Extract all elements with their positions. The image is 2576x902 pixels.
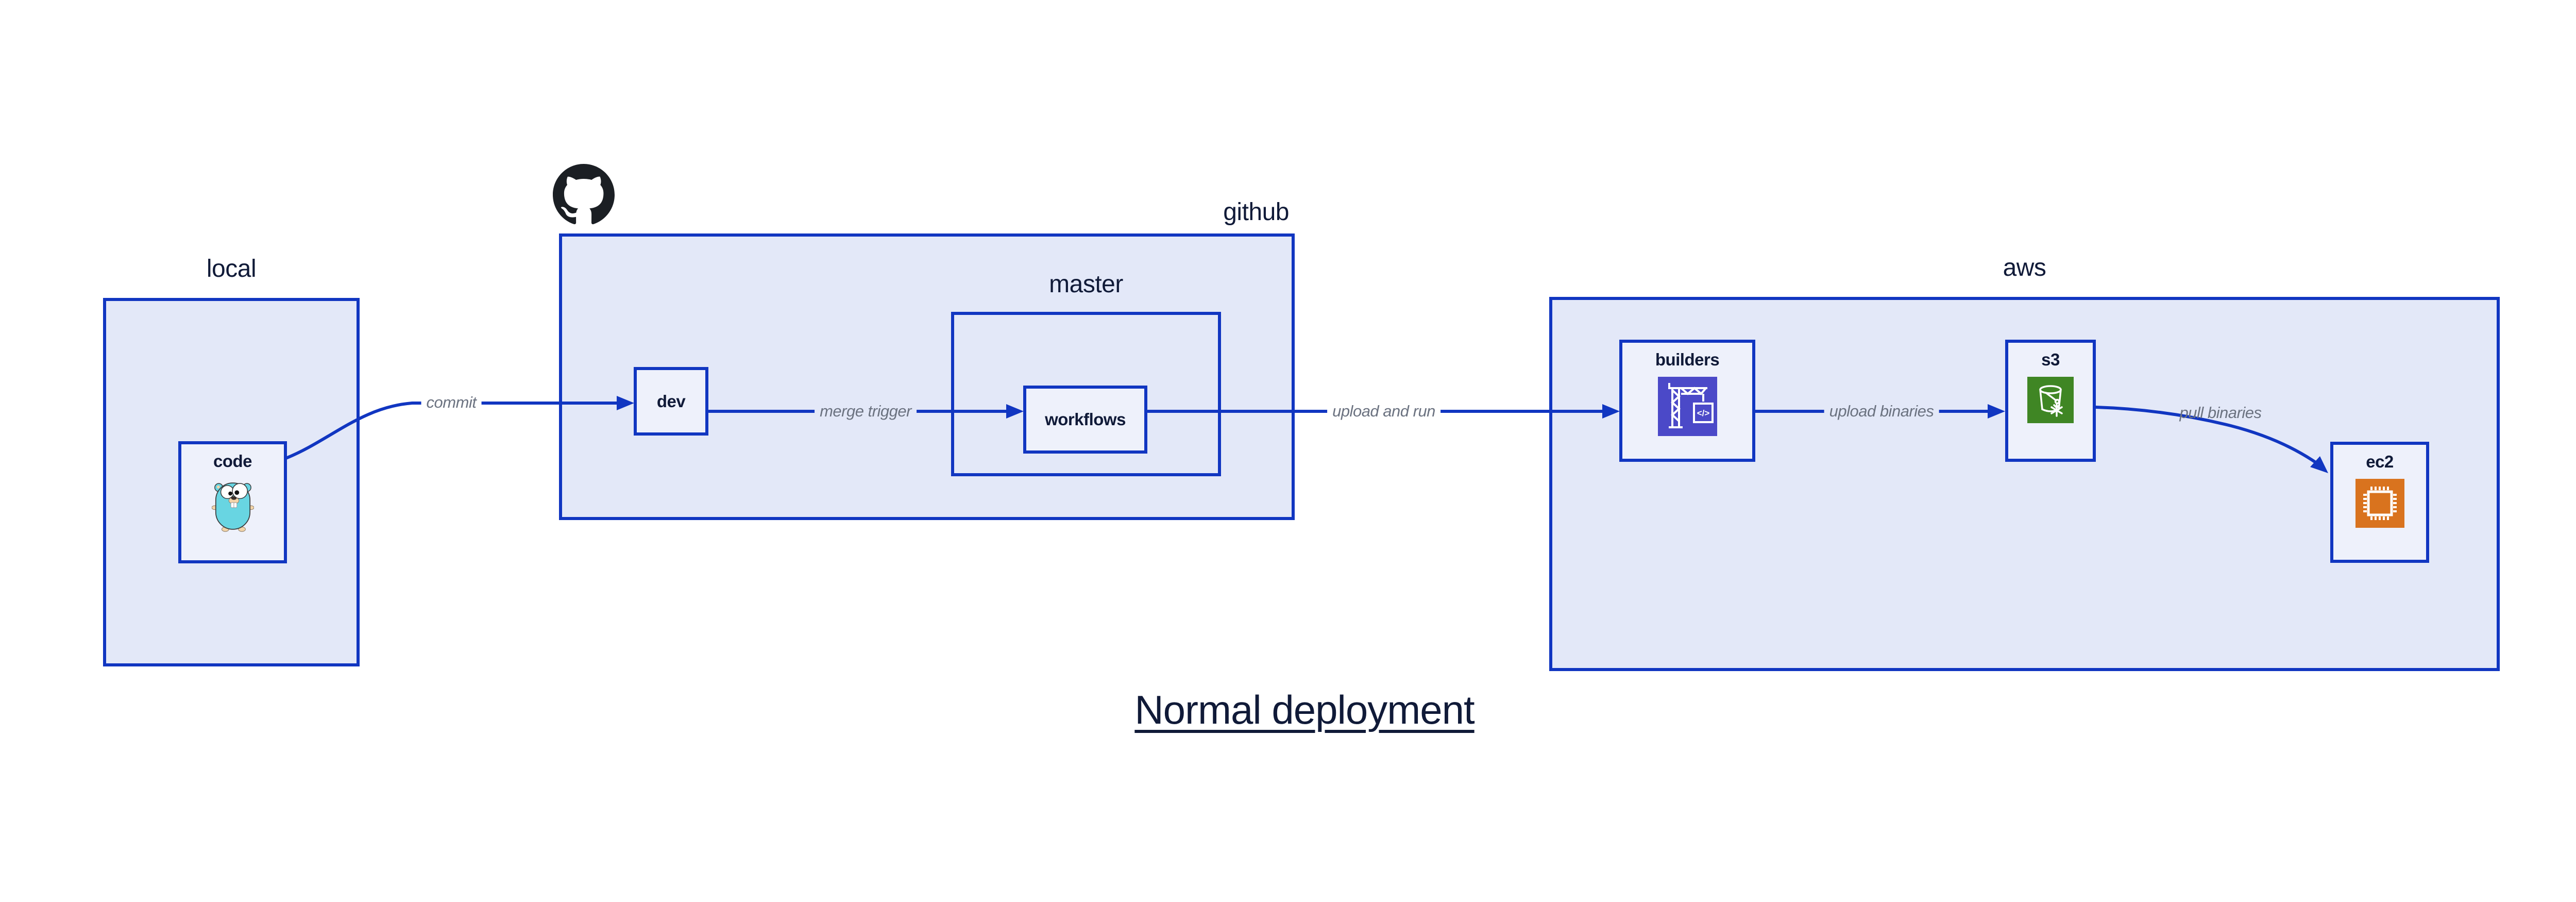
group-label-github: github xyxy=(1223,198,1289,226)
s3-glacier-bucket-icon xyxy=(2027,377,2074,423)
group-label-aws: aws xyxy=(2003,254,2046,281)
node-label-dev: dev xyxy=(656,391,686,411)
node-workflows: workflows xyxy=(1023,386,1147,454)
edge-label-pull-binaries: pull binaries xyxy=(2179,404,2262,422)
builders-code-glyph: </> xyxy=(1697,408,1709,418)
edge-pull-binaries xyxy=(2094,406,2328,473)
diagram-title: Normal deployment xyxy=(1134,687,1475,732)
node-label-builders: builders xyxy=(1655,350,1720,369)
node-label-code: code xyxy=(213,452,252,471)
node-label-s3: s3 xyxy=(2041,350,2060,369)
go-gopher-icon xyxy=(211,478,254,532)
node-code: code xyxy=(178,441,287,563)
group-label-local: local xyxy=(206,255,257,282)
node-label-workflows: workflows xyxy=(1045,410,1126,429)
node-s3: s3 xyxy=(2005,340,2096,462)
codebuild-crane-icon: </> xyxy=(1657,377,1717,436)
node-builders: builders </> xyxy=(1619,340,1755,462)
edge-label-commit: commit xyxy=(421,393,482,412)
github-octocat-icon xyxy=(553,164,615,225)
edge-label-upload-binaries: upload binaries xyxy=(1824,402,1939,421)
edge-commit xyxy=(284,396,634,460)
node-label-ec2: ec2 xyxy=(2366,452,2394,471)
node-ec2: ec2 xyxy=(2330,442,2429,563)
node-dev: dev xyxy=(634,367,708,436)
edge-label-merge-trigger: merge trigger xyxy=(815,402,917,421)
ec2-chip-icon xyxy=(2355,479,2404,528)
group-label-master: master xyxy=(1049,271,1123,298)
edge-label-upload-and-run: upload and run xyxy=(1327,402,1440,421)
